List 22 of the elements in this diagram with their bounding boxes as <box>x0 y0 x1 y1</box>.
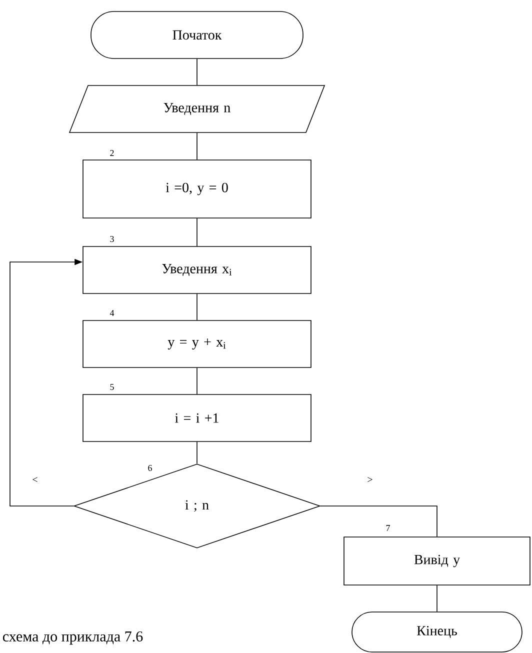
step-number: 7 <box>386 525 390 531</box>
process-box: i =0, y = 0 <box>82 160 312 218</box>
process-box: i = i +1 <box>82 394 312 442</box>
connector-line <box>196 58 198 86</box>
step-number: 5 <box>110 384 114 390</box>
connector-line <box>196 442 198 464</box>
process-box: y = y + x$_{i}$ <box>82 320 312 368</box>
connector-line <box>196 294 198 320</box>
process-box: Вивід y <box>344 536 530 586</box>
caption: схема до приклада 7.6 <box>2 631 143 645</box>
connector-line <box>196 368 198 394</box>
connector-line <box>196 218 198 246</box>
connector-line <box>196 132 198 160</box>
process-box: Уведення x$_{i}$ <box>82 246 312 294</box>
connector-line <box>436 585 438 612</box>
edge-label: > <box>366 476 374 484</box>
step-number: 6 <box>148 464 152 472</box>
step-number: 4 <box>110 310 114 316</box>
step-number: 3 <box>110 236 114 242</box>
connector-line <box>320 506 438 537</box>
step-number: 2 <box>110 150 114 156</box>
edge-label: < <box>31 476 39 484</box>
